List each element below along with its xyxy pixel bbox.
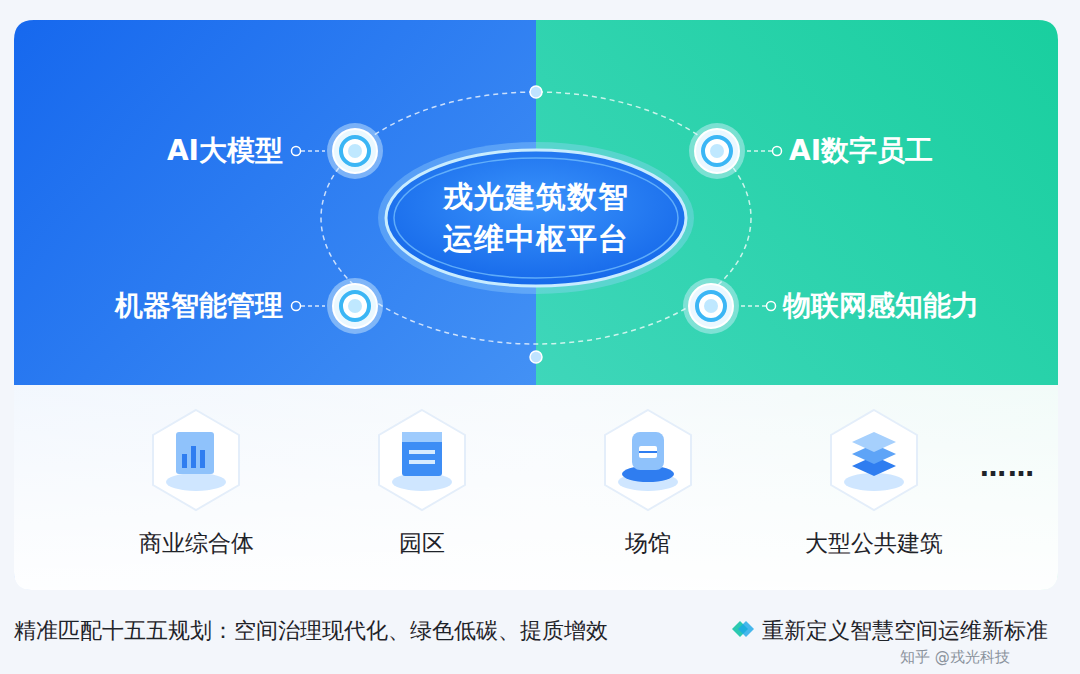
- capability-node: AI数字员工: [689, 123, 745, 179]
- node-shape: [327, 123, 383, 179]
- watermark: 知乎 @戎光科技: [900, 648, 1010, 667]
- scenario-label: 商业综合体: [86, 528, 306, 559]
- node-shape: [824, 410, 924, 510]
- capability-node: AI大模型: [327, 123, 383, 179]
- node-shape: [689, 123, 745, 179]
- platform-title-wrap: 戎光建筑数智运维中枢平台: [386, 150, 686, 286]
- node-shape: [372, 410, 472, 510]
- platform-title: 戎光建筑数智运维中枢平台: [442, 176, 631, 260]
- more-ellipsis: ……: [980, 452, 1036, 482]
- capability-label: 物联网感知能力: [783, 287, 979, 325]
- capability-label: AI大模型: [167, 132, 283, 170]
- platform-ellipse: 戎光建筑数智运维中枢平台: [386, 150, 686, 286]
- scenario-tile: 大型公共建筑: [824, 410, 924, 510]
- scenario-label: 大型公共建筑: [764, 528, 984, 559]
- scenario-tile: 场馆: [598, 410, 698, 510]
- node-shape: [327, 278, 383, 334]
- node-shape: [386, 150, 686, 286]
- footer-note: 精准匹配十五五规划：空间治理现代化、绿色低碳、提质增效: [14, 616, 608, 646]
- node-shape: [683, 278, 739, 334]
- scenario-label: 场馆: [538, 528, 758, 559]
- scenario-tile: 商业综合体: [146, 410, 246, 510]
- capability-label: 机器智能管理: [115, 287, 283, 325]
- node-shape: [146, 410, 246, 510]
- scenario-tile: 园区: [372, 410, 472, 510]
- footer-slogan: 重新定义智慧空间运维新标准: [762, 616, 1048, 646]
- scenario-label: 园区: [312, 528, 532, 559]
- node-shape: [598, 410, 698, 510]
- capability-node: 物联网感知能力: [683, 278, 739, 334]
- capability-node: 机器智能管理: [327, 278, 383, 334]
- capability-label: AI数字员工: [789, 132, 933, 170]
